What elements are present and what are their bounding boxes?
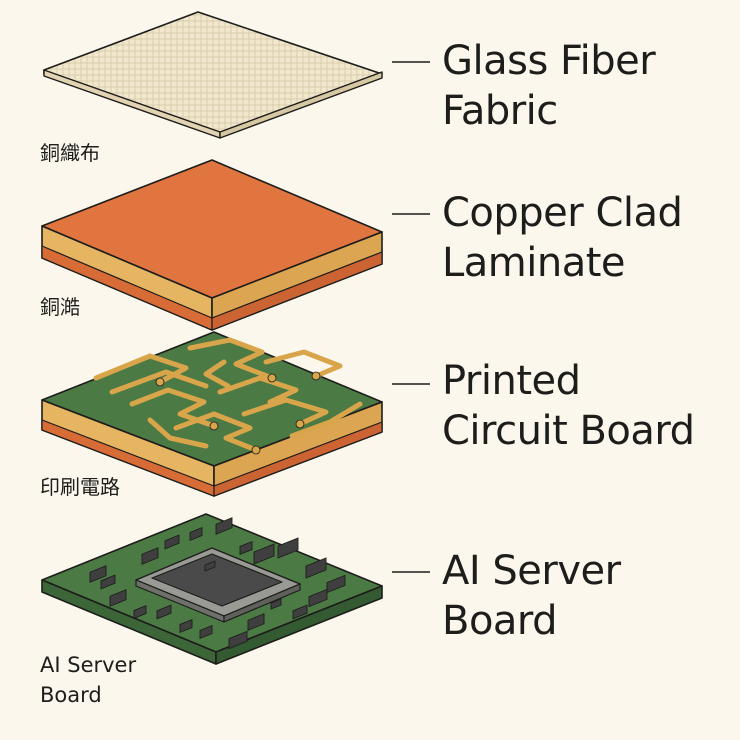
title-line: Glass Fiber xyxy=(442,38,656,84)
printed-circuit-board-title: Printed Circuit Board xyxy=(442,356,695,456)
glass-fiber-fabric-title: Glass Fiber Fabric xyxy=(442,36,656,136)
title-line: Printed xyxy=(442,358,581,404)
title-line: AI Server xyxy=(442,548,621,594)
title-line: Copper Clad xyxy=(442,190,683,236)
caption-line: 印刷電路 xyxy=(40,475,120,499)
ai-server-board-layer xyxy=(41,513,383,665)
copper-clad-laminate-layer xyxy=(41,159,383,331)
glass-fiber-fabric-layer xyxy=(43,11,383,139)
caption-line: 銅織布 xyxy=(40,141,100,165)
glass-fiber-fabric-caption: 銅織布 xyxy=(40,140,100,167)
cpu-chip xyxy=(135,547,301,623)
title-line: Board xyxy=(442,598,558,644)
copper-clad-laminate-title: Copper Clad Laminate xyxy=(442,188,683,288)
copper-clad-laminate-caption: 銅澔 xyxy=(40,294,80,321)
trace-pads xyxy=(155,371,321,455)
circuit-traces xyxy=(93,337,363,453)
ai-server-board-caption: AI Server Board xyxy=(40,650,136,710)
printed-circuit-board-caption: 印刷電路 xyxy=(40,474,120,501)
caption-line: 銅澔 xyxy=(40,295,80,319)
board-components xyxy=(89,517,346,650)
ai-server-board-title: AI Server Board xyxy=(442,546,621,646)
leader-lines xyxy=(392,61,430,573)
title-line: Circuit Board xyxy=(442,408,695,454)
printed-circuit-board-layer xyxy=(41,331,383,497)
caption-line: AI Server xyxy=(40,653,137,677)
title-line: Laminate xyxy=(442,240,626,286)
title-line: Fabric xyxy=(442,88,558,134)
caption-line: Board xyxy=(40,683,102,707)
